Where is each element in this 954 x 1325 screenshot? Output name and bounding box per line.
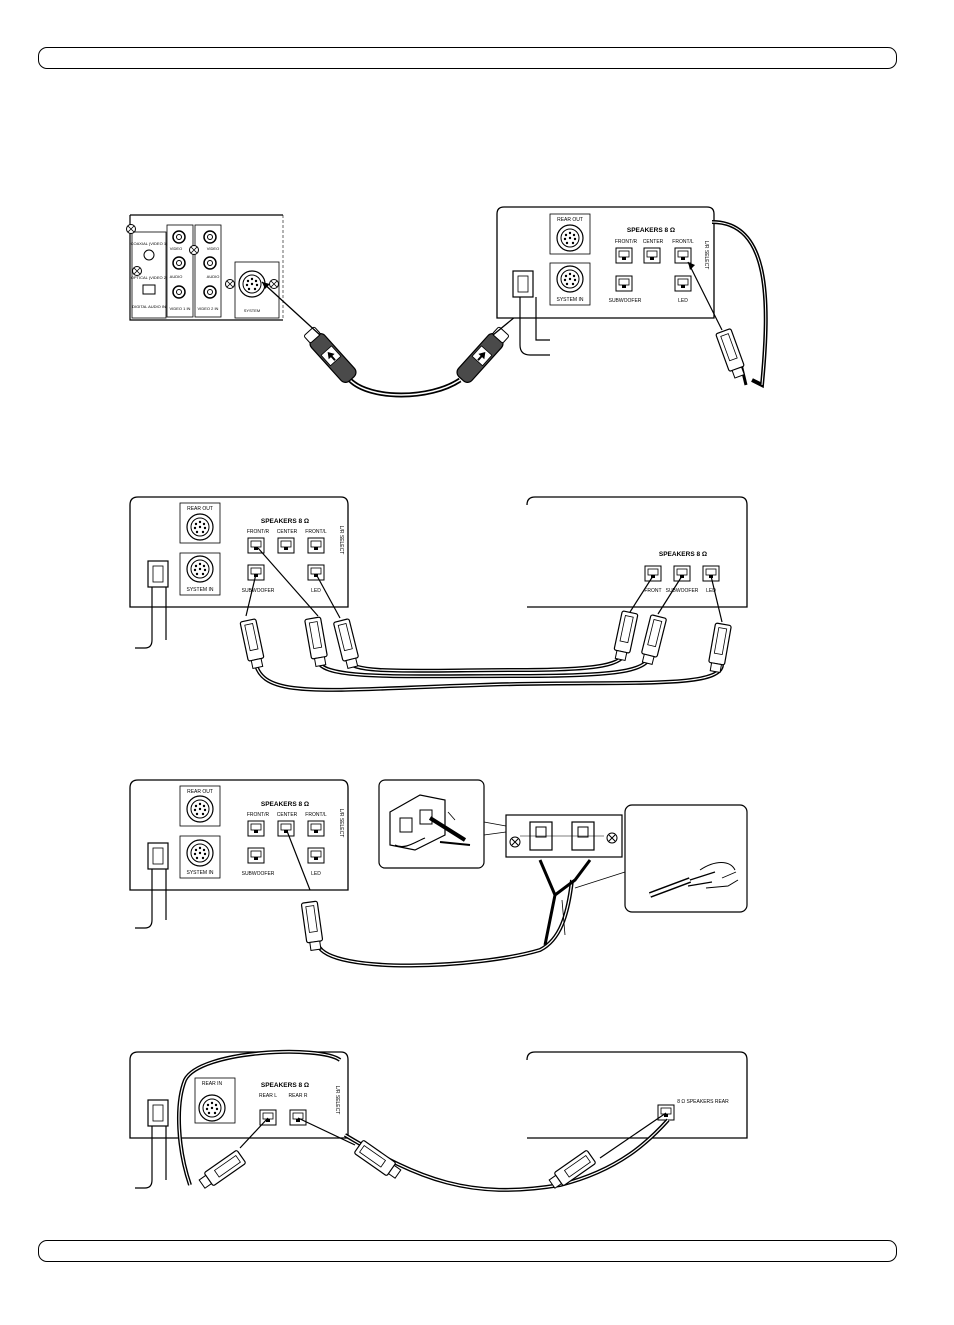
rear-l-label: REAR L [259, 1093, 277, 1099]
led-label: LED [311, 588, 321, 594]
sub-subwoofer-label: SUBWOOFER [666, 588, 699, 594]
front-r-label: FRONT/R [247, 529, 270, 535]
system-label: SYSTEM [244, 308, 260, 313]
center-label: CENTER [643, 239, 664, 245]
wire-inset [574, 804, 748, 913]
rear-unit: 8 Ω SPEAKERS REAR [526, 1051, 748, 1139]
din-plug-right [453, 324, 512, 386]
system-din-socket [238, 270, 266, 298]
led-label: LED [678, 298, 688, 304]
speaker-plug [715, 327, 748, 380]
sub-speakers-label: SPEAKERS 8 Ω [659, 551, 707, 558]
video1-in-label: VIDEO 1 IN [170, 306, 191, 311]
speakers-label: SPEAKERS 8 Ω [261, 518, 309, 525]
coaxial-label: COAXIAL (VIDEO 1) [131, 241, 168, 246]
system-in-label: SYSTEM IN [187, 587, 214, 593]
header-bar [38, 47, 897, 69]
speakers-label: SPEAKERS 8 Ω [627, 227, 675, 234]
diagram-3-center-speaker: REAR OUT SYSTEM IN SPEAKERS 8 Ω FRONT/R … [129, 779, 748, 968]
rear-out-label: REAR OUT [557, 217, 583, 223]
terminal-inset [378, 779, 507, 869]
video-label-2: VIDEO [207, 246, 219, 251]
front-l-label: FRONT/L [305, 529, 327, 535]
digital-audio-in-label: DIGITAL AUDIO IN [132, 304, 166, 309]
source-panel: COAXIAL (VIDEO 1) OPTICAL (VIDEO 2) DIGI… [126, 214, 284, 321]
footer-bar [38, 1240, 897, 1262]
rear-r-label: REAR R [289, 1093, 308, 1099]
diagram-4-rear-speakers: REAR IN SPEAKERS 8 Ω REAR L REAR R L/R S… [129, 1049, 748, 1192]
lr-select-label: L/R SELECT [334, 1086, 340, 1115]
sub-led-label: LED [706, 588, 716, 594]
rear-out-label: REAR OUT [187, 506, 213, 512]
center-speaker-plug [300, 900, 325, 952]
system-in-label: SYSTEM IN [187, 870, 214, 876]
main-unit-3: REAR OUT SYSTEM IN SPEAKERS 8 Ω FRONT/R … [129, 779, 349, 929]
subwoofer-label: SUBWOOFER [242, 588, 275, 594]
lr-select-label: L/R SELECT [338, 809, 344, 838]
sub-front-label: FRONT [644, 588, 661, 594]
diagram-2-front-subwoofer-led: REAR OUT SYSTEM IN SPEAKERS 8 Ω FRONT/R … [129, 496, 748, 692]
main-unit-2: REAR OUT SYSTEM IN SPEAKERS 8 Ω FRONT/R … [129, 496, 349, 649]
audio-label-2: AUDIO [207, 274, 220, 279]
optical-label: OPTICAL (VIDEO 2) [131, 275, 168, 280]
center-label: CENTER [277, 529, 298, 535]
din-plug-left [301, 324, 360, 386]
front-r-label: FRONT/R [247, 812, 270, 818]
rear-in-label: REAR IN [202, 1081, 223, 1087]
front-l-label: FRONT/L [305, 812, 327, 818]
lr-select-label: L/R SELECT [703, 241, 709, 270]
led-label: LED [311, 871, 321, 877]
subwoofer-label: SUBWOOFER [242, 871, 275, 877]
system-in-label: SYSTEM IN [557, 297, 584, 303]
video-label: VIDEO [170, 246, 182, 251]
audio-label: AUDIO [170, 274, 183, 279]
sub-unit-2: SPEAKERS 8 Ω FRONT SUBWOOFER LED [526, 496, 748, 608]
main-unit-1: REAR OUT SYSTEM IN SPEAKERS 8 Ω FRONT/R … [496, 206, 715, 356]
rear-out-label: REAR OUT [187, 789, 213, 795]
diagram-1-system-cable: COAXIAL (VIDEO 1) OPTICAL (VIDEO 2) DIGI… [126, 206, 768, 398]
video2-in-label: VIDEO 2 IN [198, 306, 219, 311]
main-unit-4: REAR IN SPEAKERS 8 Ω REAR L REAR R L/R S… [129, 1051, 349, 1189]
speakers-label: SPEAKERS 8 Ω [261, 801, 309, 808]
front-l-label: FRONT/L [672, 239, 694, 245]
lr-select-label: L/R SELECT [338, 526, 344, 555]
speakers-label: SPEAKERS 8 Ω [261, 1082, 309, 1089]
speaker-terminal [505, 814, 623, 858]
rear-unit-label: 8 Ω SPEAKERS REAR [677, 1099, 729, 1105]
subwoofer-label: SUBWOOFER [609, 298, 642, 304]
front-r-label: FRONT/R [615, 239, 638, 245]
center-label: CENTER [277, 812, 298, 818]
